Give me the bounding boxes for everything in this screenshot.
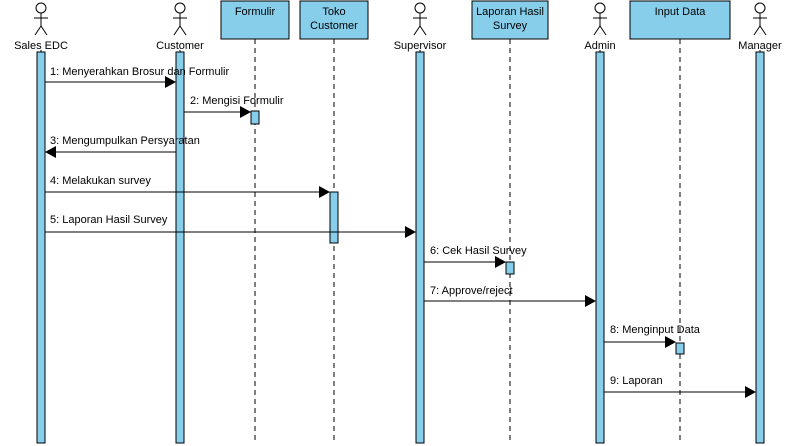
message-5[interactable]: 5: Laporan Hasil Survey xyxy=(45,214,416,238)
object-input-label: Input Data xyxy=(655,6,707,18)
message-6[interactable]: 6: Cek Hasil Survey xyxy=(424,245,527,268)
activation-formulir xyxy=(250,110,260,125)
message-7-label: 7: Approve/reject xyxy=(430,285,513,297)
object-laporan-label-line1: Laporan Hasil xyxy=(476,6,544,18)
message-8[interactable]: 8: Menginput Data xyxy=(604,324,701,348)
stick-figure-icon xyxy=(34,2,48,36)
message-9-label: 9: Laporan xyxy=(610,375,663,387)
activation-laporan-hasil-survey xyxy=(505,261,515,275)
activation-manager xyxy=(755,51,765,444)
message-7[interactable]: 7: Approve/reject xyxy=(424,285,596,307)
message-2[interactable]: 2: Mengisi Formulir xyxy=(184,95,284,118)
actor-label-admin: Admin xyxy=(584,40,615,52)
arrowhead-icon xyxy=(585,295,596,307)
arrowhead-icon xyxy=(45,146,56,158)
message-5-label: 5: Laporan Hasil Survey xyxy=(50,214,168,226)
actor-label-sales-edc: Sales EDC xyxy=(14,40,68,52)
object-toko-label-line1: Toko xyxy=(322,6,345,18)
arrowhead-icon xyxy=(745,386,756,398)
object-toko-customer[interactable]: Toko Customer xyxy=(299,0,369,40)
actor-label-customer: Customer xyxy=(156,40,204,52)
stick-figure-icon xyxy=(413,2,427,36)
object-laporan-hasil-survey[interactable]: Laporan Hasil Survey xyxy=(471,0,549,40)
stick-figure-icon xyxy=(173,2,187,36)
actor-label-supervisor: Supervisor xyxy=(394,40,447,52)
object-input-data[interactable]: Input Data xyxy=(629,0,731,40)
object-formulir-label: Formulir xyxy=(235,6,276,18)
message-1[interactable]: 1: Menyerahkan Brosur dan Formulir xyxy=(45,66,229,88)
message-3[interactable]: 3: Mengumpulkan Persyaratan xyxy=(45,135,200,158)
arrowhead-icon xyxy=(665,336,676,348)
arrowhead-icon xyxy=(495,256,506,268)
arrowhead-icon xyxy=(165,76,176,88)
message-3-label: 3: Mengumpulkan Persyaratan xyxy=(50,135,200,147)
message-9[interactable]: 9: Laporan xyxy=(604,375,756,398)
message-6-label: 6: Cek Hasil Survey xyxy=(430,245,527,257)
arrowhead-icon xyxy=(319,186,330,198)
activation-supervisor xyxy=(415,51,425,444)
object-formulir[interactable]: Formulir xyxy=(220,0,290,40)
object-toko-label-line2: Customer xyxy=(310,20,358,32)
object-laporan-label-line2: Survey xyxy=(493,20,528,32)
actor-label-manager: Manager xyxy=(738,40,782,52)
message-8-label: 8: Menginput Data xyxy=(610,324,701,336)
message-2-label: 2: Mengisi Formulir xyxy=(190,95,284,107)
message-4-label: 4: Melakukan survey xyxy=(50,175,151,187)
activation-admin xyxy=(595,51,605,444)
stick-figure-icon xyxy=(753,2,767,36)
activation-input-data xyxy=(675,342,685,355)
activation-sales-edc xyxy=(36,51,46,444)
message-1-label: 1: Menyerahkan Brosur dan Formulir xyxy=(50,66,229,78)
stick-figure-icon xyxy=(593,2,607,36)
activation-toko-customer xyxy=(329,191,339,244)
arrowhead-icon xyxy=(405,226,416,238)
arrowhead-icon xyxy=(240,106,251,118)
activation-customer xyxy=(175,51,185,444)
message-4[interactable]: 4: Melakukan survey xyxy=(45,175,330,198)
